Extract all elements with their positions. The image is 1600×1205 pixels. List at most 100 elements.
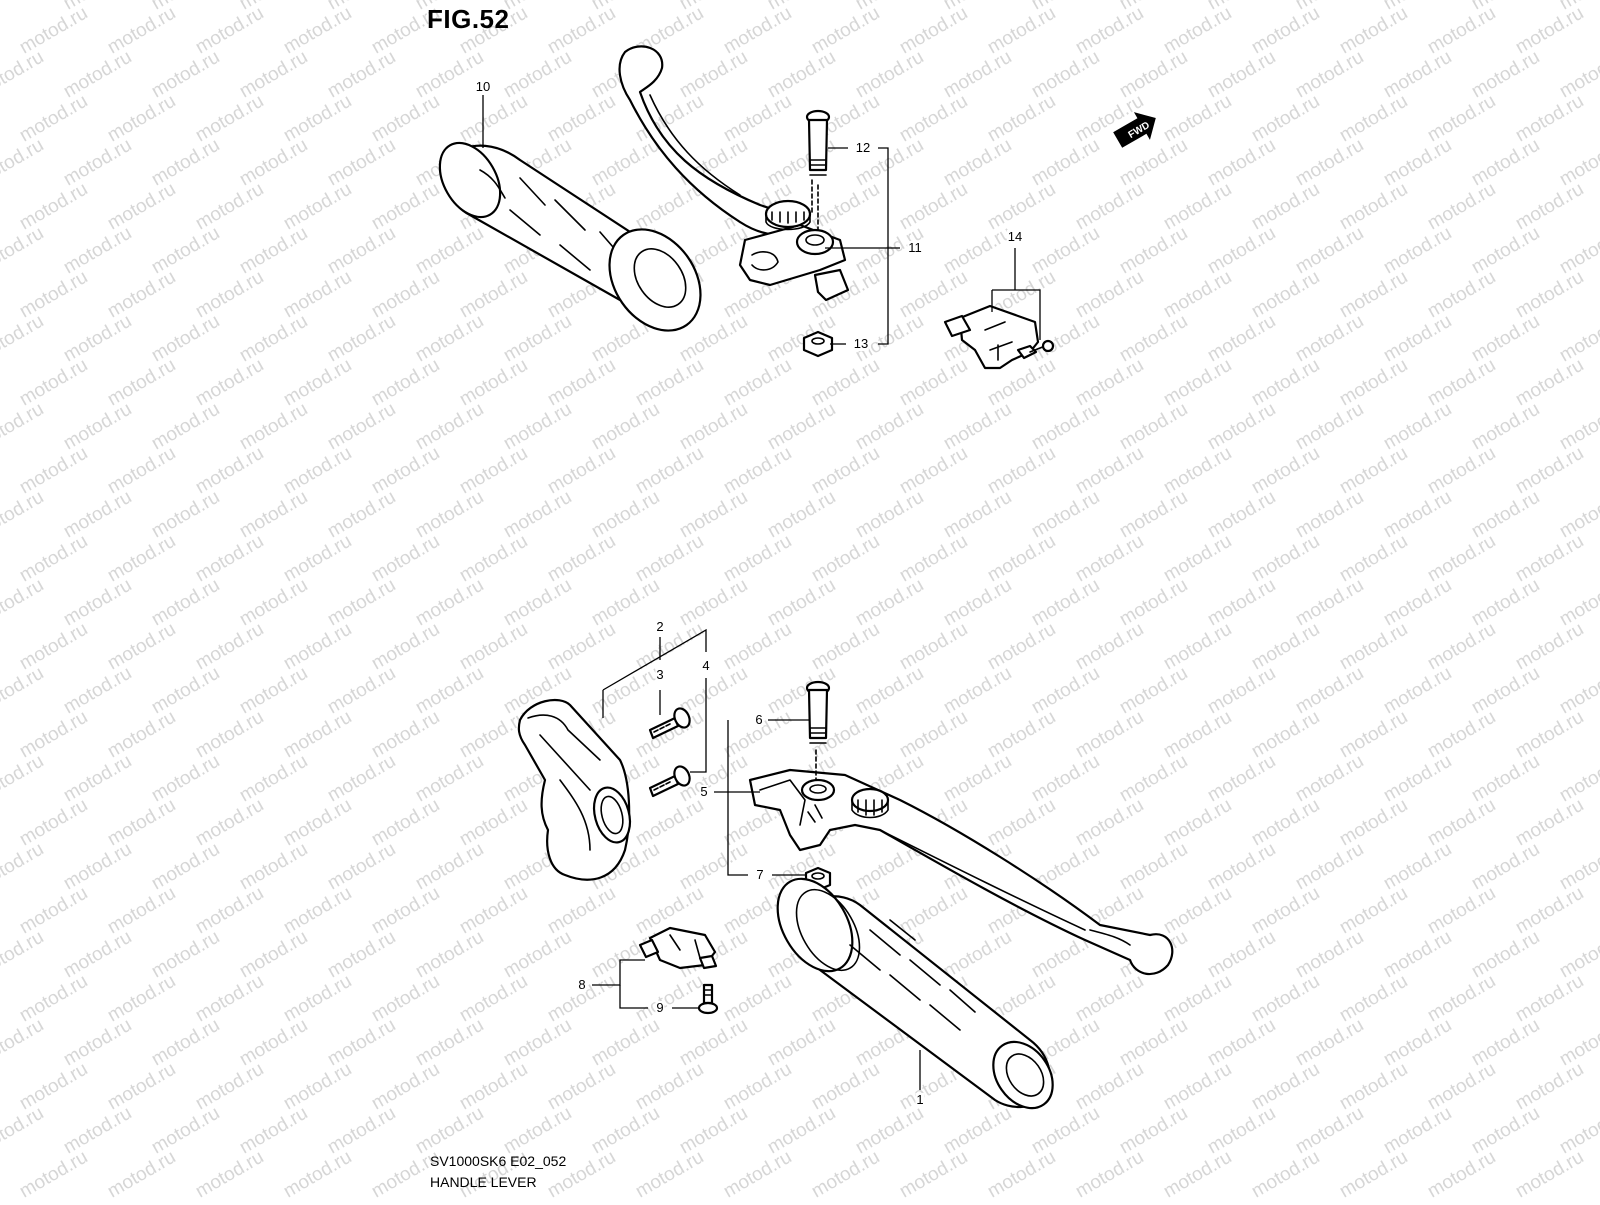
watermark-text: motod.ru [1116,839,1191,895]
watermark-text: motod.ru [324,399,399,455]
watermark-text: motod.ru [0,47,47,103]
watermark-text: motod.ru [1336,443,1411,499]
callout-6: 6 [754,712,764,727]
watermark-text: motod.ru [236,575,311,631]
watermark-text: motod.ru [1336,795,1411,851]
watermark-text: motod.ru [676,663,751,719]
pivot-bolt-part-12 [805,109,831,231]
watermark-text: motod.ru [412,751,487,807]
watermark-text: motod.ru [1204,751,1279,807]
watermark-text: motod.ru [236,1015,311,1071]
watermark-text: motod.ru [60,399,135,455]
watermark-text: motod.ru [148,1015,223,1071]
watermark-text: motod.ru [632,531,707,587]
callout-14: 14 [1006,229,1024,244]
watermark-text: motod.ru [1072,1147,1147,1200]
clutch-lever-part-11 [618,45,850,302]
watermark-text: motod.ru [280,707,355,763]
watermark-text: motod.ru [1336,971,1411,1027]
watermark-text: motod.ru [192,267,267,323]
watermark-text: motod.ru [896,1147,971,1200]
watermark-text: motod.ru [0,707,3,763]
watermark-text: motod.ru [16,267,91,323]
watermark-text: motod.ru [192,91,267,147]
watermark-text: motod.ru [1204,927,1279,983]
watermark-text: motod.ru [280,1147,355,1200]
watermark-text: motod.ru [280,795,355,851]
watermark-text: motod.ru [1160,443,1235,499]
watermark-text: motod.ru [1424,619,1499,675]
callout-7: 7 [755,867,765,882]
watermark-text: motod.ru [588,1015,663,1071]
watermark-text: motod.ru [1204,1015,1279,1071]
watermark-text: motod.ru [1248,883,1323,939]
watermark-text: motod.ru [280,883,355,939]
watermark-text: motod.ru [192,971,267,1027]
watermark-text: motod.ru [896,179,971,235]
watermark-text: motod.ru [764,135,839,191]
watermark-text: motod.ru [16,1147,91,1200]
watermark-text: motod.ru [1512,91,1587,147]
watermark-text: motod.ru [984,707,1059,763]
watermark-text: motod.ru [1072,531,1147,587]
watermark-text: motod.ru [60,135,135,191]
watermark-text: motod.ru [720,971,795,1027]
watermark-text: motod.ru [852,399,927,455]
watermark-text: motod.ru [1512,883,1587,939]
watermark-text: motod.ru [1028,135,1103,191]
watermark-text: motod.ru [236,927,311,983]
watermark-text: motod.ru [60,223,135,279]
watermark-text: motod.ru [1248,3,1323,59]
watermark-text: motod.ru [368,355,443,411]
watermark-text: motod.ru [280,355,355,411]
watermark-text: motod.ru [852,47,927,103]
watermark-text: motod.ru [236,663,311,719]
watermark-text: motod.ru [0,663,47,719]
watermark-text: motod.ru [368,91,443,147]
watermark-text: motod.ru [764,47,839,103]
pivot-bolt-part-6 [805,680,831,781]
brake-lever-part-5 [748,768,1174,976]
watermark-text: motod.ru [16,1059,91,1115]
watermark-text: motod.ru [192,1059,267,1115]
watermark-text: motod.ru [324,487,399,543]
watermark-text: motod.ru [896,443,971,499]
watermark-text: motod.ru [1072,355,1147,411]
bottom-leaders [592,628,921,1090]
watermark-text: motod.ru [1424,1059,1499,1115]
watermark-text: motod.ru [412,575,487,631]
watermark-text: motod.ru [1336,1147,1411,1200]
watermark-text: motod.ru [1512,3,1587,59]
watermark-text: motod.ru [104,3,179,59]
watermark-text: motod.ru [544,355,619,411]
watermark-text: motod.ru [1512,443,1587,499]
watermark-text: motod.ru [148,223,223,279]
watermark-text: motod.ru [148,47,223,103]
watermark-text: motod.ru [16,179,91,235]
callout-9: 9 [655,1000,665,1015]
watermark-text: motod.ru [1116,1015,1191,1071]
watermark-text: motod.ru [324,223,399,279]
watermark-text: motod.ru [148,311,223,367]
watermark-text: motod.ru [192,1147,267,1200]
watermark-text: motod.ru [500,311,575,367]
watermark-text: motod.ru [1028,311,1103,367]
watermark-text: motod.ru [984,91,1059,147]
watermark-text: motod.ru [60,487,135,543]
watermark-text: motod.ru [1292,1015,1367,1071]
watermark-text: motod.ru [984,179,1059,235]
watermark-text: motod.ru [500,927,575,983]
watermark-text: motod.ru [60,1103,135,1159]
figure-title: FIG.52 [427,4,510,34]
watermark-text: motod.ru [104,707,179,763]
watermark-text: motod.ru [0,839,47,895]
watermark-text: motod.ru [808,531,883,587]
watermark-text: motod.ru [104,179,179,235]
watermark-text: motod.ru [1512,971,1587,1027]
watermark-text: motod.ru [0,1059,3,1115]
watermark-text: motod.ru [632,795,707,851]
watermark-text: motod.ru [1160,91,1235,147]
watermark-text: motod.ru [1380,1103,1455,1159]
watermark-text: motod.ru [1248,795,1323,851]
watermark-text: motod.ru [1512,1059,1587,1115]
